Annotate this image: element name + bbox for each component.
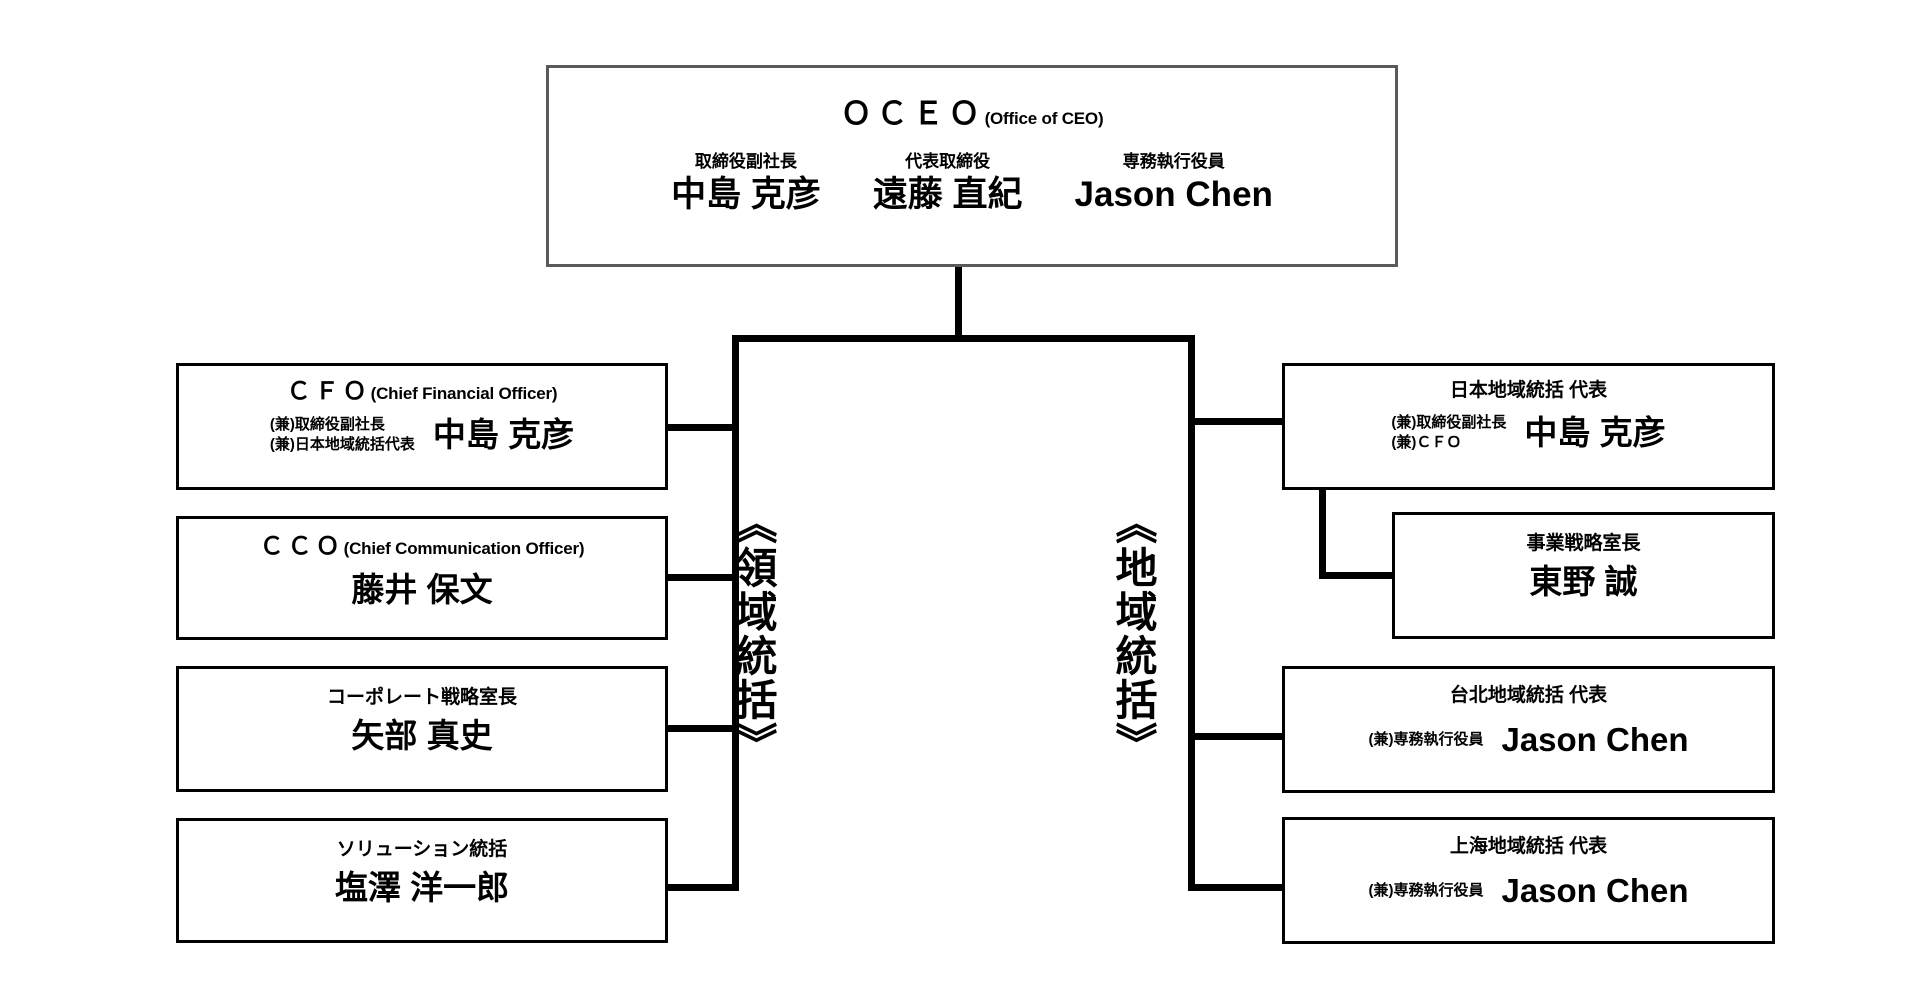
cfo-body: (兼)取締役副社長(兼)日本地域統括代表 中島 克彦 xyxy=(270,415,574,456)
connector-japan-elbow xyxy=(1319,572,1397,579)
node-taipei-region[interactable]: 台北地域統括 代表 (兼)専務執行役員 Jason Chen xyxy=(1282,666,1775,793)
shanghai-region-body: (兼)専務執行役員 Jason Chen xyxy=(1368,871,1689,909)
oceo-person-2-name: 遠藤 直紀 xyxy=(872,175,1023,215)
japan-region-body: (兼)取締役副社長(兼)ＣＦＯ 中島 克彦 xyxy=(1391,413,1665,454)
oceo-person-1-role: 取締役副社長 xyxy=(694,152,797,171)
connector-domain-stub-1 xyxy=(665,424,739,431)
shanghai-region-title: 上海地域統括 代表 xyxy=(1449,836,1608,857)
corporate-strategy-title: コーポレート戦略室長 xyxy=(327,687,517,710)
oceo-person-2-role: 代表取締役 xyxy=(905,152,991,171)
node-corporate-strategy[interactable]: コーポレート戦略室長 矢部 真史 xyxy=(176,666,668,792)
connector-region-stub-1 xyxy=(1188,418,1286,425)
cco-acronym: ＣＣＯ xyxy=(259,533,344,560)
oceo-person-3-role: 専務執行役員 xyxy=(1122,152,1225,171)
node-japan-region[interactable]: 日本地域統括 代表 (兼)取締役副社長(兼)ＣＦＯ 中島 克彦 xyxy=(1282,363,1775,490)
group-label-region: 《地域統括》 xyxy=(1110,502,1157,766)
taipei-region-title: 台北地域統括 代表 xyxy=(1449,685,1608,706)
cfo-concurrent-roles: (兼)取締役副社長(兼)日本地域統括代表 xyxy=(269,415,415,454)
cfo-person-name: 中島 克彦 xyxy=(432,415,575,453)
oceo-person-1: 取締役副社長 中島 克彦 xyxy=(671,151,821,216)
shanghai-region-person-name: Jason Chen xyxy=(1501,871,1689,909)
japan-region-title: 日本地域統括 代表 xyxy=(1449,380,1608,401)
connector-distribution-bar xyxy=(732,335,1195,342)
connector-region-stub-3 xyxy=(1188,884,1286,891)
cco-person-name: 藤井 保文 xyxy=(351,570,493,608)
taipei-region-body: (兼)専務執行役員 Jason Chen xyxy=(1368,720,1689,758)
cco-title: ＣＣＯ(Chief Communication Officer) xyxy=(260,533,585,562)
solution-person-name: 塩澤 洋一郎 xyxy=(334,868,510,906)
node-shanghai-region[interactable]: 上海地域統括 代表 (兼)専務執行役員 Jason Chen xyxy=(1282,817,1775,944)
connector-region-stub-2 xyxy=(1188,733,1286,740)
group-label-domain: 《領域統括》 xyxy=(730,502,777,766)
shanghai-region-concurrent-roles: (兼)専務執行役員 xyxy=(1368,881,1484,899)
cfo-acronym: ＣＦＯ xyxy=(286,378,371,405)
corporate-strategy-person-name: 矢部 真史 xyxy=(351,716,493,754)
connector-domain-stub-2 xyxy=(665,574,739,581)
taipei-region-concurrent-roles: (兼)専務執行役員 xyxy=(1368,730,1484,748)
oceo-person-3: 専務執行役員 Jason Chen xyxy=(1075,151,1273,216)
oceo-acronym: ＯＣＥＯ xyxy=(840,96,985,131)
node-business-strategy[interactable]: 事業戦略室長 東野 誠 xyxy=(1392,512,1775,639)
cco-body: 藤井 保文 xyxy=(351,570,493,608)
business-strategy-person-name: 東野 誠 xyxy=(1529,562,1638,600)
oceo-people-list: 取締役副社長 中島 克彦 代表取締役 遠藤 直紀 専務執行役員 Jason Ch… xyxy=(549,151,1395,216)
taipei-region-person-name: Jason Chen xyxy=(1501,720,1689,758)
cco-expansion: (Chief Communication Officer) xyxy=(343,539,585,558)
japan-region-concurrent-roles: (兼)取締役副社長(兼)ＣＦＯ xyxy=(1391,413,1507,452)
japan-region-person-name: 中島 克彦 xyxy=(1524,413,1666,451)
node-cco[interactable]: ＣＣＯ(Chief Communication Officer) 藤井 保文 xyxy=(176,516,668,640)
oceo-person-1-name: 中島 克彦 xyxy=(671,175,821,215)
oceo-expansion: (Office of CEO) xyxy=(984,109,1104,128)
connector-domain-stub-4 xyxy=(665,884,739,891)
oceo-person-3-name: Jason Chen xyxy=(1074,175,1273,215)
solution-body: 塩澤 洋一郎 xyxy=(334,868,510,906)
corporate-strategy-body: 矢部 真史 xyxy=(351,716,493,754)
business-strategy-body: 東野 誠 xyxy=(1529,562,1638,600)
connector-japan-drop xyxy=(1319,490,1326,579)
business-strategy-title: 事業戦略室長 xyxy=(1526,533,1641,554)
connector-domain-spine xyxy=(732,335,739,891)
connector-domain-stub-3 xyxy=(665,725,739,732)
cfo-expansion: (Chief Financial Officer) xyxy=(370,384,558,403)
node-oceo[interactable]: ＯＣＥＯ (Office of CEO) 取締役副社長 中島 克彦 代表取締役 … xyxy=(546,65,1398,267)
node-solution[interactable]: ソリューション統括 塩澤 洋一郎 xyxy=(176,818,668,943)
connector-oceo-trunk xyxy=(955,266,962,342)
solution-title: ソリューション統括 xyxy=(337,839,508,862)
node-cfo[interactable]: ＣＦＯ(Chief Financial Officer) (兼)取締役副社長(兼… xyxy=(176,363,668,490)
solution-label: ソリューション統括 xyxy=(336,839,508,860)
oceo-title: ＯＣＥＯ (Office of CEO) xyxy=(549,88,1395,133)
corporate-strategy-label: コーポレート戦略室長 xyxy=(326,687,517,708)
cfo-title: ＣＦＯ(Chief Financial Officer) xyxy=(287,378,558,407)
connector-region-spine xyxy=(1188,335,1195,891)
oceo-person-2: 代表取締役 遠藤 直紀 xyxy=(873,151,1023,216)
